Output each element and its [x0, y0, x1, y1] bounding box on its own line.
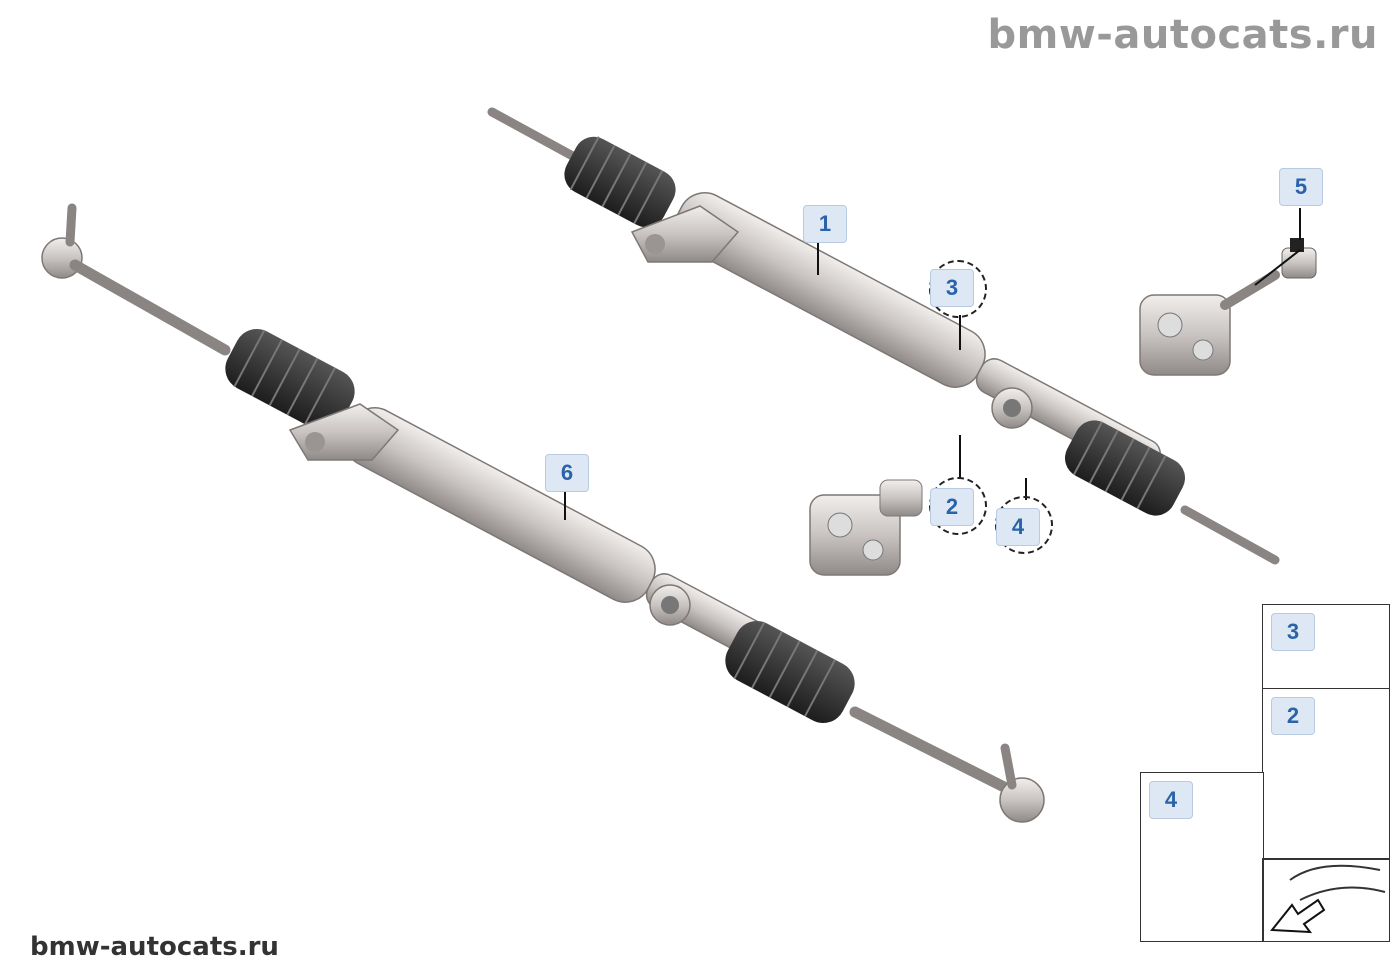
- callout-3[interactable]: 3: [930, 269, 974, 307]
- sensor-part-5: [1281, 238, 1317, 279]
- panel-callout-2[interactable]: 2: [1271, 697, 1315, 735]
- callout-1[interactable]: 1: [803, 205, 847, 243]
- panel-location: [1262, 858, 1390, 942]
- car-location-drawing: [1270, 864, 1386, 934]
- steering-rack-upper: [487, 107, 1280, 565]
- panel-callout-3[interactable]: 3: [1271, 613, 1315, 651]
- panel-nut: 3: [1262, 604, 1390, 690]
- callout-6[interactable]: 6: [545, 454, 589, 492]
- leader-lines: [564, 208, 1301, 520]
- callout-4[interactable]: 4: [996, 508, 1040, 546]
- panel-callout-4[interactable]: 4: [1149, 781, 1193, 819]
- steering-rack-lower: [41, 203, 1045, 823]
- callout-2[interactable]: 2: [930, 488, 974, 526]
- panel-bolt-short: 2: [1262, 688, 1390, 860]
- panel-bolt-long: 4: [1140, 772, 1264, 942]
- callout-5[interactable]: 5: [1279, 168, 1323, 206]
- watermark-bottom: bmw-autocats.ru: [30, 932, 279, 962]
- watermark-top: bmw-autocats.ru: [987, 12, 1378, 58]
